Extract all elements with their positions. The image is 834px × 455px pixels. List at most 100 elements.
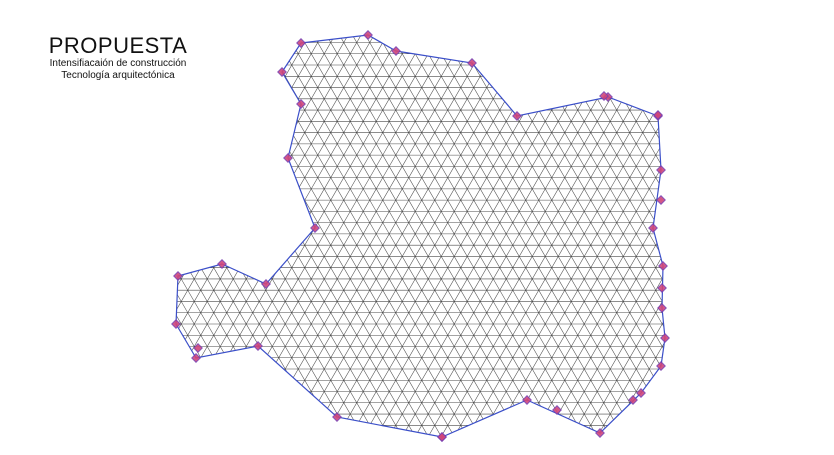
mesh-line-diagonal: [317, 35, 567, 437]
vertex-marker: [512, 111, 522, 121]
vertex-marker: [296, 38, 306, 48]
mesh-line-diagonal: [176, 35, 214, 437]
mesh-line-diagonal: [176, 35, 409, 437]
mesh-line-diagonal: [186, 35, 435, 437]
mesh-line-diagonal: [176, 35, 177, 437]
triangle-mesh: [0, 20, 834, 450]
vertex-marker: [296, 99, 306, 109]
mesh-line-diagonal: [0, 20, 19, 450]
mesh-line-diagonal: [615, 35, 665, 437]
mesh-line-diagonal: [511, 35, 665, 437]
mesh-line-diagonal: [329, 35, 578, 437]
mesh-line-diagonal: [176, 35, 333, 437]
vertex-marker: [657, 303, 667, 313]
mesh-line-diagonal: [176, 35, 370, 437]
mesh-line-diagonal: [291, 35, 541, 437]
mesh-line-diagonal: [603, 35, 665, 437]
mesh-line-diagonal: [176, 35, 255, 437]
mesh-line-diagonal: [176, 35, 383, 437]
mesh-line-diagonal: [176, 35, 320, 437]
mesh-line-diagonal: [0, 20, 97, 450]
mesh-line-diagonal: [695, 20, 834, 450]
mesh-line-diagonal: [799, 20, 834, 450]
mesh-line-diagonal: [176, 35, 190, 437]
mesh-line-diagonal: [589, 35, 665, 437]
vertex-marker: [391, 46, 401, 56]
vertex-marker: [310, 223, 320, 233]
mesh-line-diagonal: [628, 35, 665, 437]
mesh-line-diagonal: [368, 35, 617, 437]
vertex-marker: [636, 388, 646, 398]
mesh-line-diagonal: [667, 20, 834, 450]
mesh-line-diagonal: [537, 35, 665, 437]
mesh-line-diagonal: [706, 20, 834, 450]
mesh-line-diagonal: [0, 20, 123, 450]
mesh-line-diagonal: [0, 20, 175, 450]
mesh-line-diagonal: [176, 35, 240, 437]
mesh-line-diagonal: [277, 35, 526, 437]
vertex-marker: [283, 153, 293, 163]
mesh-line-diagonal: [176, 35, 357, 437]
mesh-line-diagonal: [0, 20, 84, 450]
vertex-marker: [599, 91, 609, 101]
mesh-line-diagonal: [747, 20, 834, 450]
vertex-marker: [595, 428, 605, 438]
mesh-line-diagonal: [0, 20, 58, 450]
mesh-line-diagonal: [590, 35, 665, 437]
mesh-line-diagonal: [176, 35, 396, 437]
mesh-line-diagonal: [304, 35, 554, 437]
mesh-line-diagonal: [499, 35, 665, 437]
mesh-line-diagonal: [629, 35, 665, 437]
mesh-line-diagonal: [176, 35, 229, 437]
vertex-marker: [658, 261, 668, 271]
mesh-line-diagonal: [176, 35, 201, 437]
mesh-line-diagonal: [0, 20, 32, 450]
mesh-line-diagonal: [176, 35, 281, 437]
mesh-line-diagonal: [577, 35, 665, 437]
mesh-line-diagonal: [176, 35, 307, 437]
mesh-line-diagonal: [225, 35, 474, 437]
mesh-line-diagonal: [408, 35, 658, 437]
mesh-line-diagonal: [708, 20, 834, 450]
vertex-marker: [363, 30, 373, 40]
mesh-line-diagonal: [394, 35, 643, 437]
subtitle-line-2: Tecnología arquitectónica: [61, 70, 175, 81]
vertex-marker: [191, 353, 201, 363]
vertex-marker: [173, 271, 183, 281]
mesh-line-diagonal: [786, 20, 834, 450]
mesh-line-diagonal: [460, 35, 665, 437]
mesh-line-diagonal: [473, 35, 665, 437]
mesh-line-diagonal: [0, 20, 137, 450]
mesh-line-diagonal: [433, 35, 665, 437]
mesh-line-diagonal: [525, 35, 665, 437]
vertex-marker: [467, 58, 477, 68]
mesh-line-diagonal: [760, 20, 834, 450]
mesh-line-diagonal: [642, 35, 665, 437]
site-outline: [175, 34, 666, 438]
mesh-line-diagonal: [176, 35, 331, 437]
mesh-line-diagonal: [0, 20, 150, 450]
vertex-marker: [437, 432, 447, 442]
mesh-line-diagonal: [239, 35, 489, 437]
mesh-line-diagonal: [655, 35, 665, 437]
mesh-line-diagonal: [0, 20, 149, 450]
vertex-marker: [552, 405, 562, 415]
mesh-line-diagonal: [693, 20, 834, 450]
mesh-line-diagonal: [721, 20, 834, 450]
mesh-line-diagonal: [176, 35, 188, 437]
mesh-line-diagonal: [641, 35, 665, 437]
mesh-line-diagonal: [199, 35, 448, 437]
title-block: PROPUESTA Intensifiacaión de construcció…: [34, 34, 202, 82]
mesh-line-diagonal: [382, 35, 632, 437]
vertex-marker: [648, 223, 658, 233]
mesh-line-diagonal: [176, 35, 424, 437]
mesh-line-diagonal: [395, 35, 645, 437]
mesh-line-diagonal: [407, 35, 656, 437]
mesh-line-diagonal: [538, 35, 665, 437]
mesh-line-diagonal: [290, 35, 539, 437]
mesh-line-diagonal: [176, 35, 346, 437]
vertex-marker: [193, 343, 203, 353]
vertex-marker: [261, 279, 271, 289]
mesh-line-diagonal: [176, 35, 242, 437]
mesh-line-diagonal: [356, 35, 606, 437]
